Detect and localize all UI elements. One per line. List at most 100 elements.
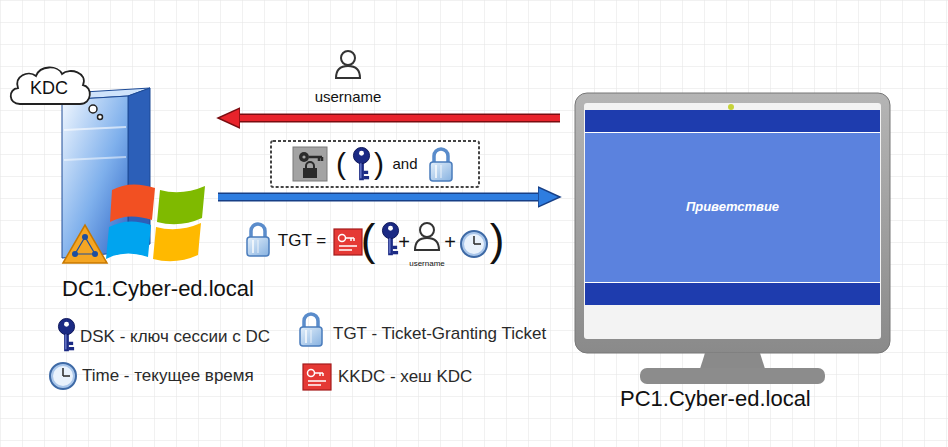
clock-hand — [473, 236, 475, 244]
key-hole — [302, 155, 305, 158]
windows-logo — [106, 184, 205, 261]
clock-rim — [461, 231, 487, 257]
screen-caption: Приветствие — [686, 200, 779, 214]
key-icon — [58, 318, 74, 351]
thought-bubble — [89, 105, 97, 113]
hash-card — [334, 229, 362, 255]
lock-shackle — [304, 314, 318, 328]
parenthesis: ( — [336, 149, 346, 179]
monitor-base — [640, 368, 825, 384]
directory-triangle — [63, 225, 107, 263]
small-caption: username — [409, 260, 445, 268]
lock-shine — [305, 330, 307, 343]
legend-entry: KKDC - хеш KDC — [338, 368, 472, 387]
clock-face — [53, 366, 73, 386]
key-bow — [382, 222, 398, 238]
parenthesis: ( — [361, 218, 376, 262]
login-screen: Приветствие — [585, 110, 880, 305]
lock-icon — [300, 314, 322, 346]
legend-entry: TGT - Ticket-Granting Ticket — [333, 325, 546, 344]
lock-body — [247, 237, 269, 256]
monitor-frame — [575, 93, 890, 353]
key-tooth — [68, 342, 73, 345]
legend-entry: DSK - ключ сессии с DC — [80, 328, 270, 347]
plus-sign: + — [444, 232, 456, 252]
lock-shackle — [306, 162, 314, 169]
node-label: and — [392, 156, 417, 173]
lock-body — [303, 168, 317, 178]
user-icon — [336, 51, 360, 78]
key-tooth — [392, 246, 397, 249]
monitor — [575, 93, 890, 384]
server-tower — [62, 88, 150, 258]
key-bow — [58, 318, 74, 334]
lock-body — [430, 162, 452, 181]
key-hole — [388, 226, 393, 231]
key-tooth — [363, 171, 368, 174]
triangle-dot — [82, 234, 88, 240]
key-tooth — [363, 176, 369, 179]
key-icon — [353, 147, 369, 180]
domain-controller: DC1.Cyber-ed.local — [40, 82, 218, 270]
user-icon — [415, 223, 439, 250]
cloud-label: KDC — [30, 79, 68, 99]
hash-key-bow — [308, 370, 315, 377]
bracket-frame — [271, 141, 479, 187]
key-bit — [309, 157, 322, 161]
clock-icon — [50, 363, 76, 389]
key-tooth — [392, 251, 398, 254]
kdc-hash-icon — [303, 364, 331, 390]
server-band — [64, 157, 126, 160]
arrow-outline — [218, 193, 548, 202]
key-lock-icon — [293, 147, 327, 181]
logo-red — [110, 184, 155, 222]
clock-icon — [461, 231, 487, 257]
key-tooth — [68, 347, 74, 350]
monitor-bezel — [584, 103, 881, 339]
arrow-outline — [230, 114, 560, 123]
hash-key-bit — [315, 373, 324, 376]
cloud-shape — [11, 67, 90, 104]
lock-shine — [435, 165, 437, 178]
thought-bubble — [98, 115, 103, 120]
logo-blue — [106, 221, 151, 259]
lock-shine — [310, 330, 312, 343]
formula-label: TGT = — [278, 232, 326, 249]
key-shine — [65, 334, 66, 349]
clock-hand — [62, 368, 64, 376]
key-bow — [353, 147, 369, 163]
lock-shine — [252, 240, 254, 253]
hash-lines — [339, 246, 357, 250]
clock-face — [464, 234, 484, 254]
icon-tile — [293, 147, 327, 181]
lock-shackle — [434, 149, 448, 163]
lock-icon — [430, 149, 452, 181]
lock-icon — [247, 224, 269, 256]
lock-shackle — [251, 224, 265, 238]
hash-card — [303, 364, 331, 390]
legend-entry: Time - текущее время — [82, 367, 254, 386]
clock-rim — [50, 363, 76, 389]
server-band — [64, 127, 126, 130]
key-shine — [360, 163, 361, 178]
edge-label: username — [315, 89, 382, 104]
kdc-hash-icon — [334, 229, 362, 255]
message-arrow — [230, 115, 560, 121]
hash-key-bow — [339, 235, 346, 242]
parenthesis: ) — [490, 218, 505, 262]
hash-lines — [308, 381, 326, 385]
lock-body — [300, 327, 322, 346]
clock-hand — [474, 243, 481, 245]
plus-sign: + — [398, 232, 410, 252]
clock-hand — [63, 375, 70, 377]
key-shine — [389, 238, 390, 253]
logo-green — [157, 186, 205, 224]
key-icon — [382, 222, 398, 255]
key-hole — [64, 322, 69, 327]
node-label: DC1.Cyber-ed.local — [62, 277, 254, 301]
logo-yellow — [153, 223, 201, 261]
